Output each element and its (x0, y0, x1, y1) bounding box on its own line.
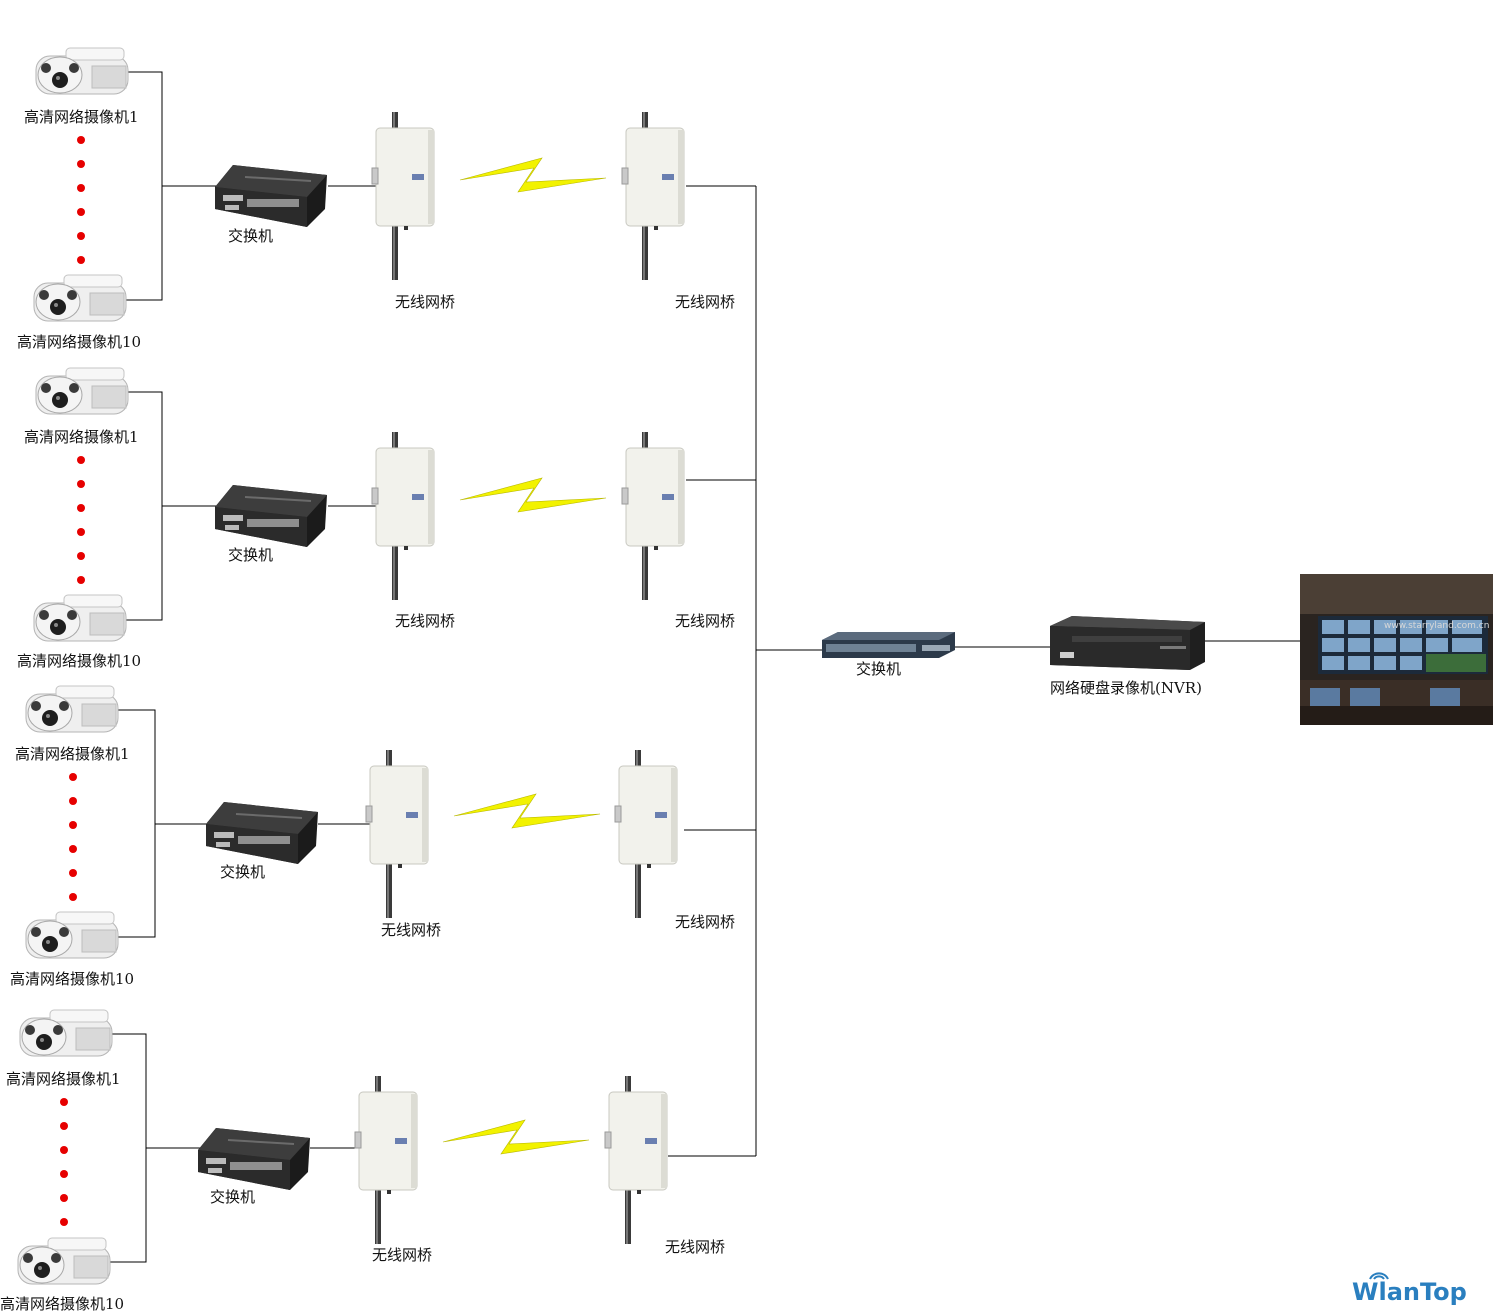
camera-icon (35, 367, 129, 415)
monitoring-center-image: www.starryland.com.cn (1300, 574, 1493, 725)
camera-icon (33, 594, 127, 642)
bridge-icon (354, 1075, 418, 1245)
switch-label: 交换机 (228, 546, 274, 564)
switch-icon (214, 484, 328, 548)
switch-label: 交换机 (220, 863, 266, 881)
monitor-watermark: www.starryland.com.cn (1384, 621, 1489, 631)
bridge-label: 无线网桥 (675, 913, 736, 931)
switch-label: 交换机 (210, 1188, 256, 1206)
camera-icon (25, 911, 119, 959)
lightning-icon (453, 793, 601, 829)
camera-label: 高清网络摄像机1 (24, 108, 139, 126)
core-switch-icon (822, 632, 955, 658)
camera-label: 高清网络摄像机10 (10, 970, 135, 988)
bridge-icon (621, 111, 685, 281)
bridge-icon (614, 749, 678, 919)
bridge-label: 无线网桥 (665, 1238, 726, 1256)
lightning-icon (442, 1119, 590, 1155)
brand-logo: WlanTop (1352, 1278, 1467, 1306)
nvr-label: 网络硬盘录像机(NVR) (1050, 679, 1202, 697)
ellipsis-dots (60, 136, 85, 1226)
wireless-links (442, 157, 607, 1155)
lightning-icon (459, 477, 607, 513)
bridge-icon (371, 431, 435, 601)
bridge-icon (371, 111, 435, 281)
bridge-label: 无线网桥 (395, 612, 456, 630)
bridge-icon (604, 1075, 668, 1245)
wireless-bridges (354, 111, 685, 1245)
switch-icon (197, 1127, 311, 1191)
switch-icon (214, 164, 328, 228)
switch-label: 交换机 (228, 227, 274, 245)
camera-label: 高清网络摄像机10 (0, 1295, 125, 1313)
camera-label: 高清网络摄像机1 (24, 428, 139, 446)
camera-label: 高清网络摄像机1 (6, 1070, 121, 1088)
camera-icon (17, 1237, 111, 1285)
camera-label: 高清网络摄像机1 (15, 745, 130, 763)
camera-label: 高清网络摄像机10 (17, 652, 142, 670)
bridge-label: 无线网桥 (372, 1246, 433, 1264)
camera-icon (33, 274, 127, 322)
bridge-label: 无线网桥 (675, 293, 736, 311)
camera-icon (25, 685, 119, 733)
bridge-label: 无线网桥 (395, 293, 456, 311)
bridge-icon (621, 431, 685, 601)
nvr-icon (1050, 616, 1205, 670)
lightning-icon (459, 157, 607, 193)
core-switch-label: 交换机 (856, 660, 902, 678)
bridge-icon (365, 749, 429, 919)
camera-icon (35, 47, 129, 95)
bridge-label: 无线网桥 (381, 921, 442, 939)
access-switches (197, 164, 328, 1191)
camera-label: 高清网络摄像机10 (17, 333, 142, 351)
wiring (108, 71, 1300, 1263)
wifi-icon (1369, 1272, 1389, 1280)
camera-icon (19, 1009, 113, 1057)
bridge-label: 无线网桥 (675, 612, 736, 630)
switch-icon (205, 801, 319, 865)
